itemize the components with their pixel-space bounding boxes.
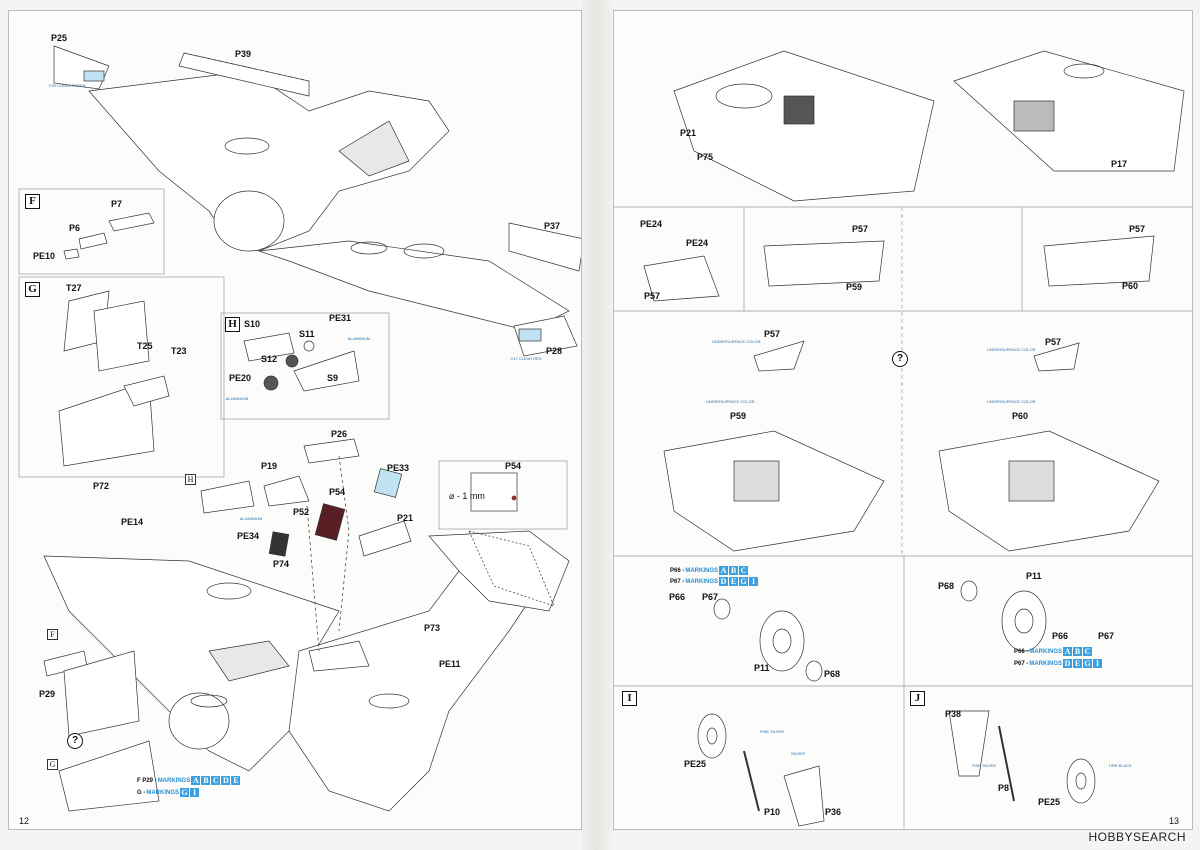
part-label: S10 [244,319,261,329]
question-icon: ? [67,733,83,749]
paint-note: UNDERSURFACE COLOR [712,339,761,344]
assembly-drawings-right [614,50,1192,829]
aircraft-drawings-left [18,45,581,812]
part-label: P54 [329,487,346,497]
part-label: PE24 [640,219,663,229]
paint-note: SILVER [791,751,805,756]
paint-note: FINE SILVER [759,729,785,734]
part-label: P29 [39,689,56,699]
part-label: P21 [397,513,414,523]
part-label: P60 [1122,281,1139,291]
part-label: P25 [51,33,68,43]
part-label: P11 [1026,571,1042,581]
part-label: P28 [546,346,563,356]
part-label: PE24 [686,238,709,248]
part-label: P68 [938,581,955,591]
part-label: P19 [261,461,278,471]
part-label: P57 [852,224,869,234]
part-label: PE31 [329,313,352,323]
part-label: P57 [1045,337,1062,347]
part-label: PE11 [439,659,461,669]
part-label: PE10 [33,251,56,261]
hobbysearch-watermark: HOBBYSEARCH [1088,830,1186,844]
page-number: 13 [1169,816,1180,826]
part-label: P52 [293,507,310,517]
part-label: P57 [764,329,781,339]
part-label: P36 [825,807,842,817]
page-number: 12 [19,816,30,826]
part-label: P7 [111,199,123,209]
paint-note: UNDERSURFACE COLOR [987,347,1036,352]
section-h-marker: H [225,317,240,332]
instruction-page-right: P21 P75 P17 PE24 PE24 P57 P57 P59 P57 P6… [613,10,1193,830]
part-label: S12 [261,354,278,364]
section-h-ref: H [185,474,196,485]
part-label: P39 [235,49,252,59]
part-label: P74 [273,559,290,569]
part-label: PE34 [237,531,260,541]
part-label: P73 [424,623,441,633]
part-label: P11 [754,663,770,673]
part-label: P57 [644,291,661,301]
part-label: P37 [544,221,561,231]
part-label: P67 [702,592,719,602]
section-i-marker: I [622,691,637,706]
book-gutter [582,0,612,850]
part-label: P68 [824,669,841,679]
section-g-ref: G [47,759,58,770]
part-label: P10 [764,807,781,817]
part-label: T25 [137,341,153,351]
part-label: T27 [66,283,82,293]
part-label: PE25 [1038,797,1061,807]
paint-note: UNDERSURFACE COLOR [987,399,1036,404]
part-label: S9 [327,373,339,383]
paint-note: C47 CLEAR RED [510,356,542,361]
section-j-marker: J [910,691,925,706]
drill-note: ⌀ - 1 mm [449,491,485,501]
paint-note: UNDERSURFACE COLOR [706,399,755,404]
part-label: S11 [299,329,315,339]
paint-note: FINE SILVER [971,763,997,768]
paint-note: TIRE BLACK [1108,763,1132,768]
question-icon: ? [892,351,908,367]
paint-note: ALUMINIUM [239,516,263,521]
paint-note: C39 CLEAR GREEN [48,83,86,88]
part-label: PE20 [229,373,252,383]
part-label: P67 [1098,631,1115,641]
part-label: P8 [998,783,1010,793]
part-label: P21 [680,128,697,138]
part-label: P59 [730,411,747,421]
part-label: P17 [1111,159,1128,169]
part-label: P6 [69,223,81,233]
part-label: P54 [505,461,522,471]
section-f-ref: F [47,629,58,640]
part-label: P66 [1052,631,1069,641]
part-label: P60 [1012,411,1029,421]
section-g-marker: G [25,282,40,297]
part-label: PE33 [387,463,410,473]
part-label: P75 [697,152,714,162]
part-label: P66 [669,592,686,602]
part-label: PE25 [684,759,707,769]
instruction-page-left: P25 C39 CLEAR GREEN P39 P37 P28 C47 CLEA… [8,10,582,830]
part-label: T23 [171,346,187,356]
part-label: P38 [945,709,962,719]
part-label: P57 [1129,224,1146,234]
paint-note: ALUMINIUM [225,396,249,401]
paint-note: ALUMINIUM [347,336,371,341]
part-label: P26 [331,429,348,439]
part-label: P72 [93,481,110,491]
part-label: P59 [846,282,863,292]
section-f-marker: F [25,194,40,209]
part-label: PE14 [121,517,144,527]
